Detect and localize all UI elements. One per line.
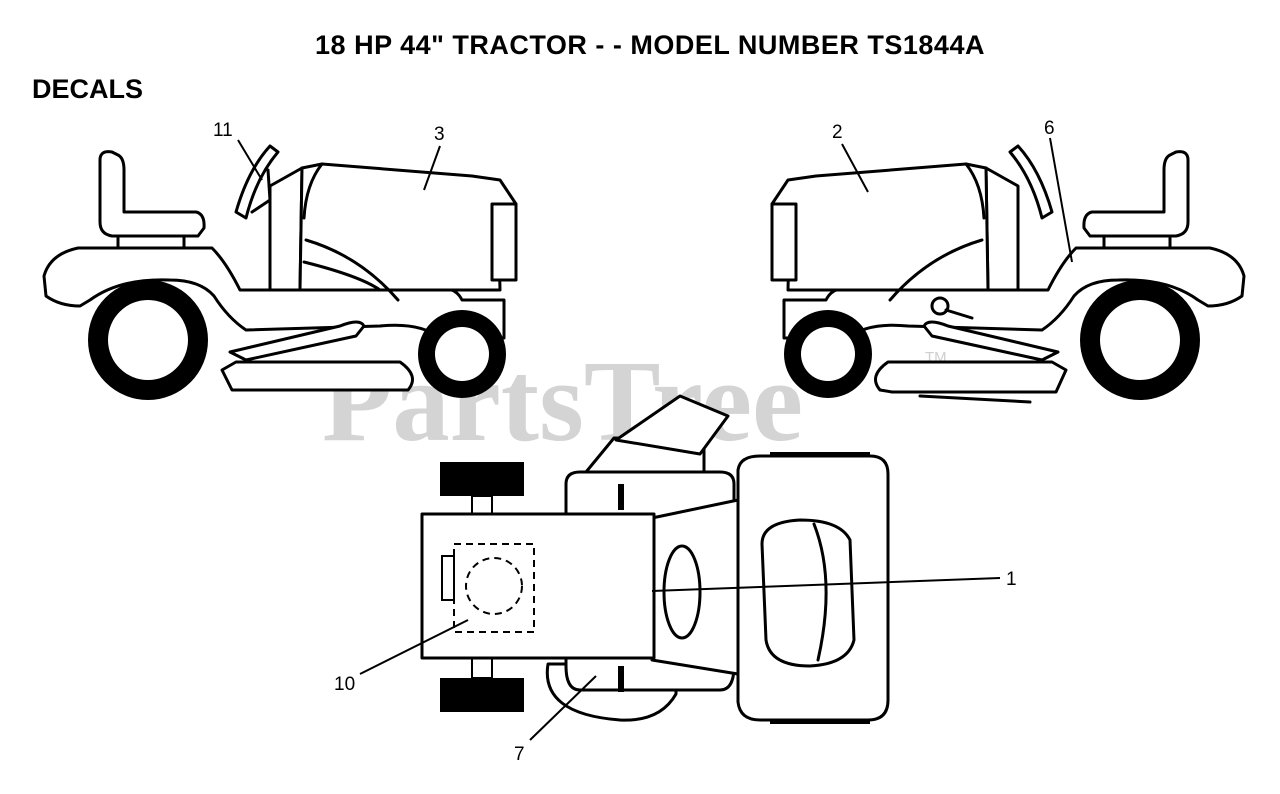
watermark-text: PartsTree [322, 338, 803, 465]
callout-1: 1 [1006, 569, 1017, 590]
callout-3: 3 [434, 124, 445, 145]
tractor-left-side-view [42, 144, 518, 400]
tractor-right-side-view [770, 144, 1246, 404]
page-title: 18 HP 44" TRACTOR - - MODEL NUMBER TS184… [315, 30, 985, 60]
callout-2: 2 [832, 122, 843, 143]
watermark: PartsTree TM [322, 338, 947, 465]
callout-10: 10 [334, 674, 355, 695]
callouts: 11 3 2 6 1 10 7 [213, 118, 1055, 765]
callout-6: 6 [1044, 118, 1055, 139]
section-label: DECALS [32, 74, 144, 104]
leader-lines [237, 137, 1073, 741]
tractor-top-view [420, 394, 890, 724]
callout-7: 7 [514, 744, 525, 765]
callout-11: 11 [213, 120, 233, 141]
